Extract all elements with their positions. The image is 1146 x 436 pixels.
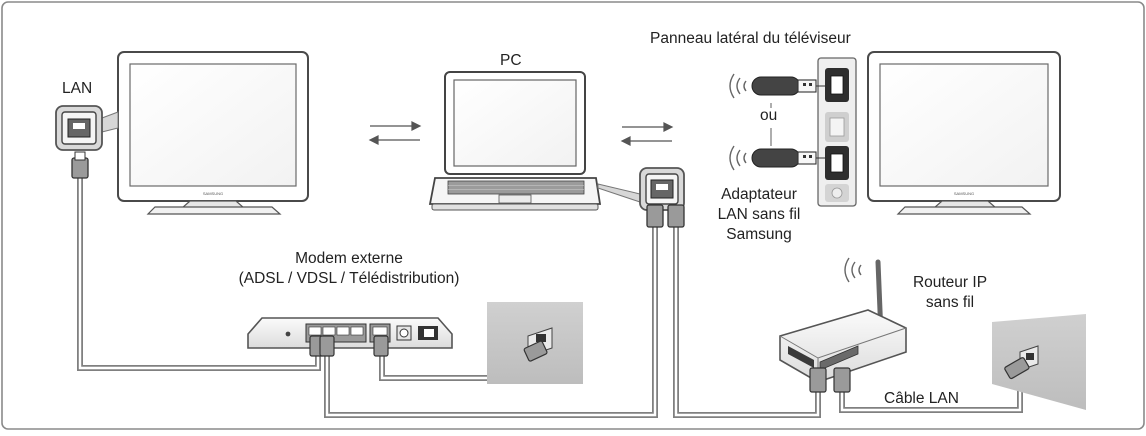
lan-plug-icon [309,335,389,357]
label-router-line1: Routeur IP [912,274,988,291]
label-adapter-line1: Adaptateur [721,186,797,203]
label-lan-cable: Câble LAN [884,390,959,407]
label-adapter-line3: Samsung [726,226,792,243]
wifi-waves-icon [729,73,747,171]
label-adapter-line2: LAN sans fil [717,206,801,223]
tv-brand-text: SAMSUNG [954,191,974,196]
wall-socket-icon [487,302,583,384]
label-side-panel: Panneau latéral du téléviseur [650,30,851,47]
wall-socket-icon [992,314,1086,410]
lan-plug-icon [646,204,685,228]
label-ou: ou [760,107,778,124]
label-pc: PC [500,52,522,69]
lan-plug-icon [71,151,89,179]
label-router-line2: sans fil [925,294,975,311]
tv-side-panel [817,57,857,207]
laptop-icon [428,71,602,211]
arrows-icon [620,122,674,146]
label-modem-line1: Modem externe [295,250,403,267]
usb-dongle-icon [751,76,825,96]
cable-pc-router [673,223,821,418]
tv-icon: SAMSUNG [117,51,309,215]
arrows-icon [368,121,422,145]
lan-port-icon [55,105,119,151]
label-lan: LAN [62,80,93,97]
modem-icon [247,317,453,349]
usb-dongle-icon [751,148,825,168]
tv-brand-text: SAMSUNG [203,191,223,196]
wifi-waves-icon [844,257,862,283]
lan-port-icon [597,167,685,211]
label-modem-line2: (ADSL / VDSL / Télédistribution) [238,270,460,287]
tv-icon: SAMSUNG [867,51,1061,215]
router-icon [779,259,907,383]
lan-cables [77,172,1023,418]
lan-plug-icon [809,367,851,393]
